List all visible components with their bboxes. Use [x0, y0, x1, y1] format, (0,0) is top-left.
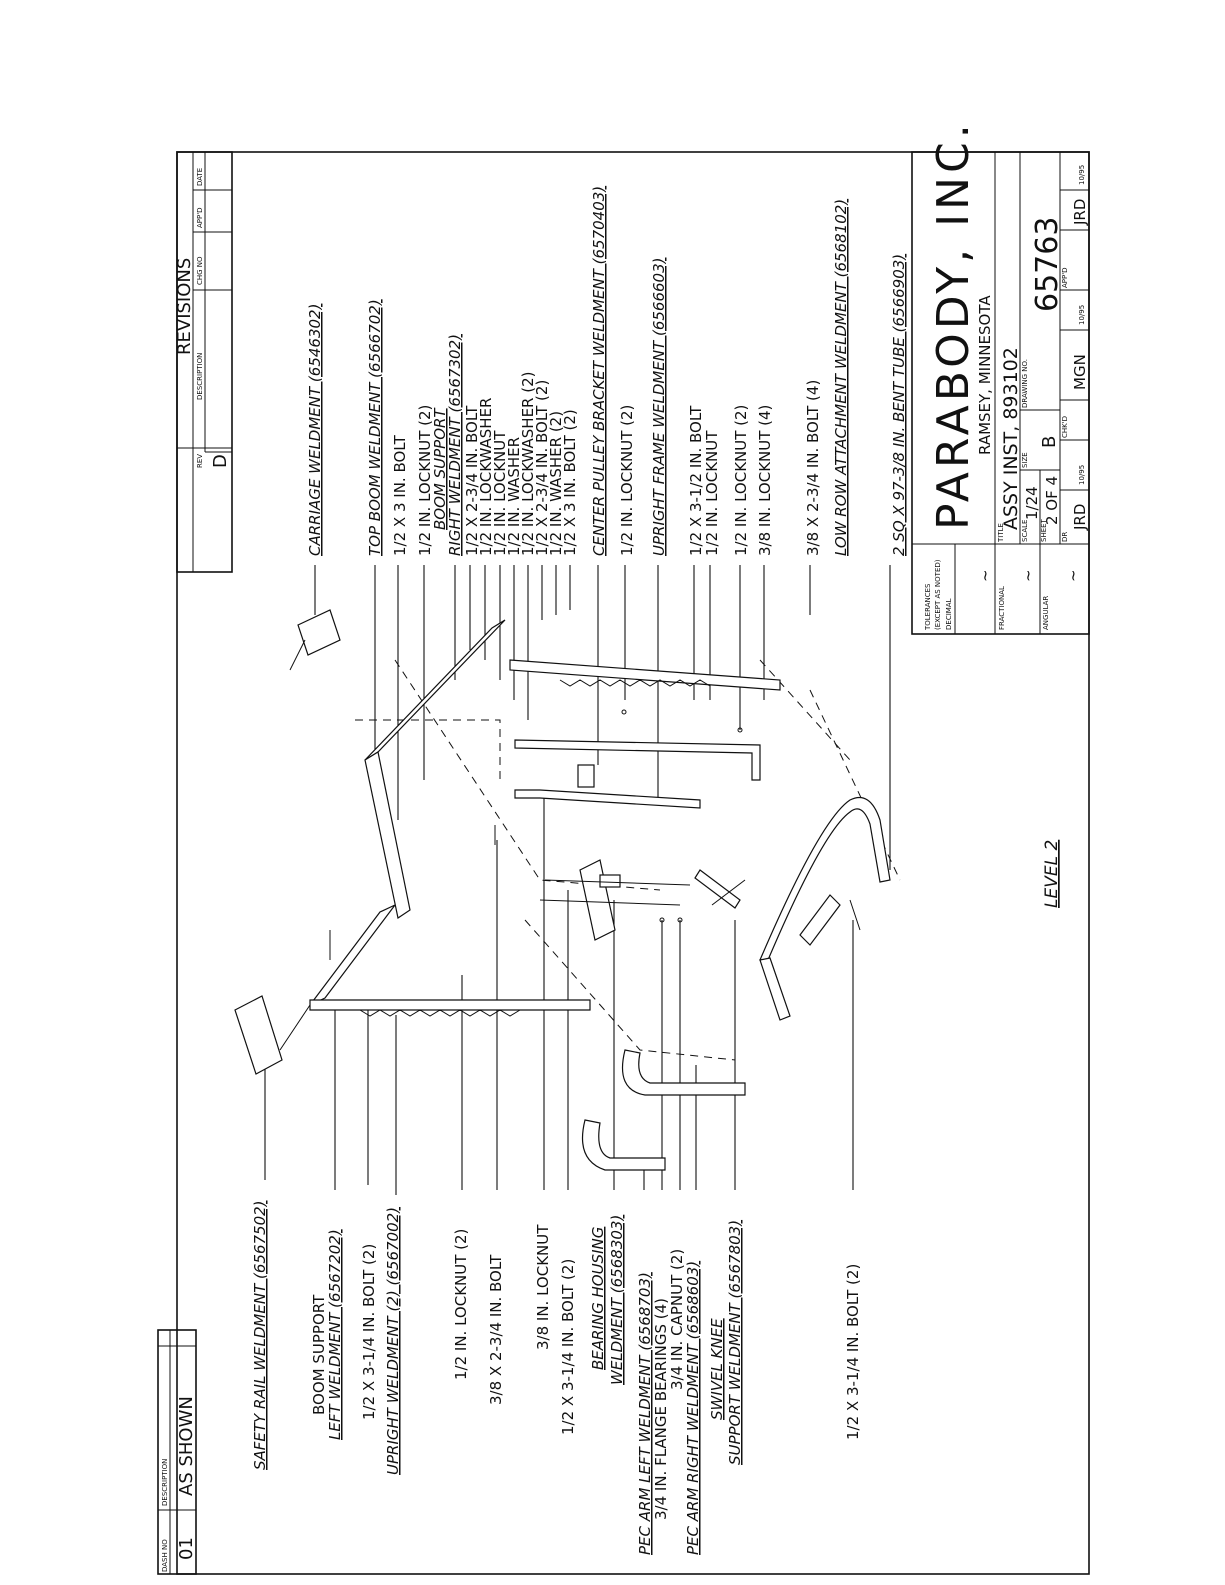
callout-bearing-housing-1: BEARING HOUSING: [589, 1227, 607, 1370]
callout-r-bolt-6: 3/8 X 2-3/4 IN. BOLT (4): [804, 380, 822, 556]
scale-label: SCALE: [1021, 520, 1029, 542]
fractional-tol: ~: [1019, 569, 1037, 582]
level-label: LEVEL 2: [1042, 840, 1062, 908]
callout-r-locknut-1: 1/2 IN. LOCKNUT (2): [416, 405, 434, 556]
callout-r-bolt-2: 1/2 X 2-3/4 IN. BOLT: [463, 405, 481, 556]
decimal-tol: ~: [976, 569, 994, 582]
tolerances-label: TOLERANCES: [924, 583, 932, 631]
callout-pec-arm-left: PEC ARM LEFT WELDMENT (6568703): [636, 1272, 654, 1555]
description-value: AS SHOWN: [176, 1396, 197, 1496]
dr-value: JRD: [1071, 504, 1089, 531]
callout-boom-support-right-1: BOOM SUPPORT: [431, 407, 449, 530]
callout-r-lockwasher-2: 1/2 IN. LOCKWASHER (2): [519, 372, 537, 556]
appd-label: APP'D: [1061, 267, 1069, 288]
callout-boom-support-left-2: LEFT WELDMENT (6567202): [326, 1229, 344, 1440]
right-callouts: CARRIAGE WELDMENT (6546302) TOP BOOM WEL…: [306, 186, 908, 556]
except-as-noted: (EXCEPT AS NOTED): [934, 559, 942, 630]
dash-no-value: 01: [176, 1537, 197, 1560]
callout-carriage: CARRIAGE WELDMENT (6546302): [306, 304, 324, 556]
title-block: TOLERANCES (EXCEPT AS NOTED) DECIMAL FRA…: [911, 120, 1090, 635]
callout-flange-bearings: 3/4 IN. FLANGE BEARINGS (4): [652, 1298, 670, 1520]
callout-bolt-2: 3/8 X 2-3/4 IN. BOLT: [487, 1254, 505, 1405]
exploded-assembly: [234, 609, 901, 1171]
callout-capnut: 3/4 IN. CAPNUT (2): [668, 1249, 686, 1390]
drawing-title: ASSY INST, 893102: [1000, 347, 1022, 530]
callout-upright: UPRIGHT WELDMENT (2) (6567002): [384, 1207, 402, 1475]
callout-low-row: LOW ROW ATTACHMENT WELDMENT (6568102): [832, 199, 850, 556]
title-label: TITLE: [997, 523, 1005, 543]
dash-block: DASH NO DESCRIPTION 01 AS SHOWN: [157, 1329, 197, 1575]
callout-top-boom: TOP BOOM WELDMENT (6566702): [366, 299, 384, 556]
dash-no-header: DASH NO: [161, 1539, 169, 1572]
rev-value: D: [210, 454, 231, 468]
callout-r-locknut-2: 1/2 IN. LOCKNUT: [491, 430, 509, 556]
callout-bolt-1: 1/2 X 3-1/4 IN. BOLT (2): [360, 1244, 378, 1420]
callout-bent-tube: 2 SQ X 97-3/8 IN. BENT TUBE (6566903): [890, 254, 908, 556]
callout-center-pulley: CENTER PULLEY BRACKET WELDMENT (6570403): [590, 186, 608, 556]
angular-label: ANGULAR: [1042, 596, 1050, 630]
callout-r-lockwasher-1: 1/2 IN. LOCKWASHER: [477, 398, 495, 556]
callout-locknut-1: 1/2 IN. LOCKNUT (2): [452, 1229, 470, 1380]
callout-r-bolt-3: 1/2 X 2-3/4 IN. BOLT (2): [533, 380, 551, 556]
description-header: DESCRIPTION: [161, 1459, 169, 1506]
callout-upright-frame: UPRIGHT FRAME WELDMENT (6566603): [650, 258, 668, 557]
callout-r-locknut-5: 1/2 IN. LOCKNUT (2): [732, 405, 750, 556]
dr-label: DR: [1061, 532, 1069, 542]
angular-tol: ~: [1064, 569, 1082, 582]
callout-bolt-3: 1/2 X 3-1/4 IN. BOLT (2): [559, 1259, 577, 1435]
callout-swivel-knee-2: SUPPORT WELDMENT (6567803): [726, 1220, 744, 1465]
sheet-border: [176, 151, 1090, 1575]
dr-date: 10/95: [1078, 465, 1086, 485]
sheet-value: 2 OF 4: [1043, 476, 1061, 525]
chgno-header: CHG NO: [196, 256, 204, 285]
company-location: RAMSEY, MINNESOTA: [976, 295, 994, 455]
revisions-title: REVISIONS: [174, 258, 195, 355]
revisions-block: REVISIONS REV DESCRIPTION CHG NO APP'D D…: [174, 151, 233, 573]
drawing-no-value: 65763: [1030, 217, 1065, 312]
callout-r-locknut-3: 1/2 IN. LOCKNUT (2): [618, 405, 636, 556]
callout-boom-support-left-1: BOOM SUPPORT: [310, 1294, 328, 1415]
callout-locknut-2: 3/8 IN. LOCKNUT: [534, 1224, 552, 1350]
left-callouts: SAFETY RAIL WELDMENT (6567502) BOOM SUPP…: [251, 1200, 862, 1555]
scale-value: 1/24: [1023, 486, 1041, 520]
callout-safety-rail: SAFETY RAIL WELDMENT (6567502): [251, 1200, 269, 1470]
leader-lines: [264, 565, 891, 1195]
appd-date: 10/95: [1078, 165, 1086, 185]
callout-bolt-4: 1/2 X 3-1/4 IN. BOLT (2): [844, 1264, 862, 1440]
date-header: DATE: [196, 168, 204, 186]
drawing-no-label: DRAWING NO.: [1021, 359, 1029, 408]
callout-r-locknut-4: 1/2 IN. LOCKNUT: [703, 430, 721, 556]
size-label: SIZE: [1021, 452, 1029, 468]
callout-bearing-housing-2: WELDMENT (6568303): [608, 1215, 626, 1385]
sheet-label: SHEET: [1040, 518, 1048, 542]
rev-header: REV: [196, 454, 204, 468]
callout-r-bolt-4: 1/2 X 3 IN. BOLT (2): [561, 409, 579, 556]
callout-boom-support-right-2: RIGHT WELDMENT (6567302): [446, 334, 464, 556]
callout-r-locknut-6: 3/8 IN. LOCKNUT (4): [756, 405, 774, 556]
chkd-value: MGN: [1071, 354, 1089, 390]
chkd-date: 10/95: [1078, 305, 1086, 325]
appd-header: APP'D: [196, 207, 204, 228]
callout-r-washer-2: 1/2 IN. WASHER (2): [547, 411, 565, 556]
callout-r-washer-1: 1/2 IN. WASHER: [505, 437, 523, 556]
company-name: PARABODY, INC.: [928, 120, 979, 530]
size-value: B: [1039, 436, 1060, 448]
decimal-label: DECIMAL: [945, 598, 953, 630]
fractional-label: FRACTIONAL: [998, 586, 1006, 630]
revdesc-header: DESCRIPTION: [196, 353, 204, 400]
chkd-label: CHK'D: [1061, 416, 1069, 438]
callout-r-bolt-1: 1/2 X 3 IN. BOLT: [391, 434, 409, 556]
callout-r-bolt-5: 1/2 X 3-1/2 IN. BOLT: [687, 405, 705, 556]
callout-pec-arm-right: PEC ARM RIGHT WELDMENT (6568603): [684, 1261, 702, 1555]
appd-value: JRD: [1071, 199, 1089, 226]
callout-swivel-knee-1: SWIVEL KNEE: [708, 1318, 726, 1420]
